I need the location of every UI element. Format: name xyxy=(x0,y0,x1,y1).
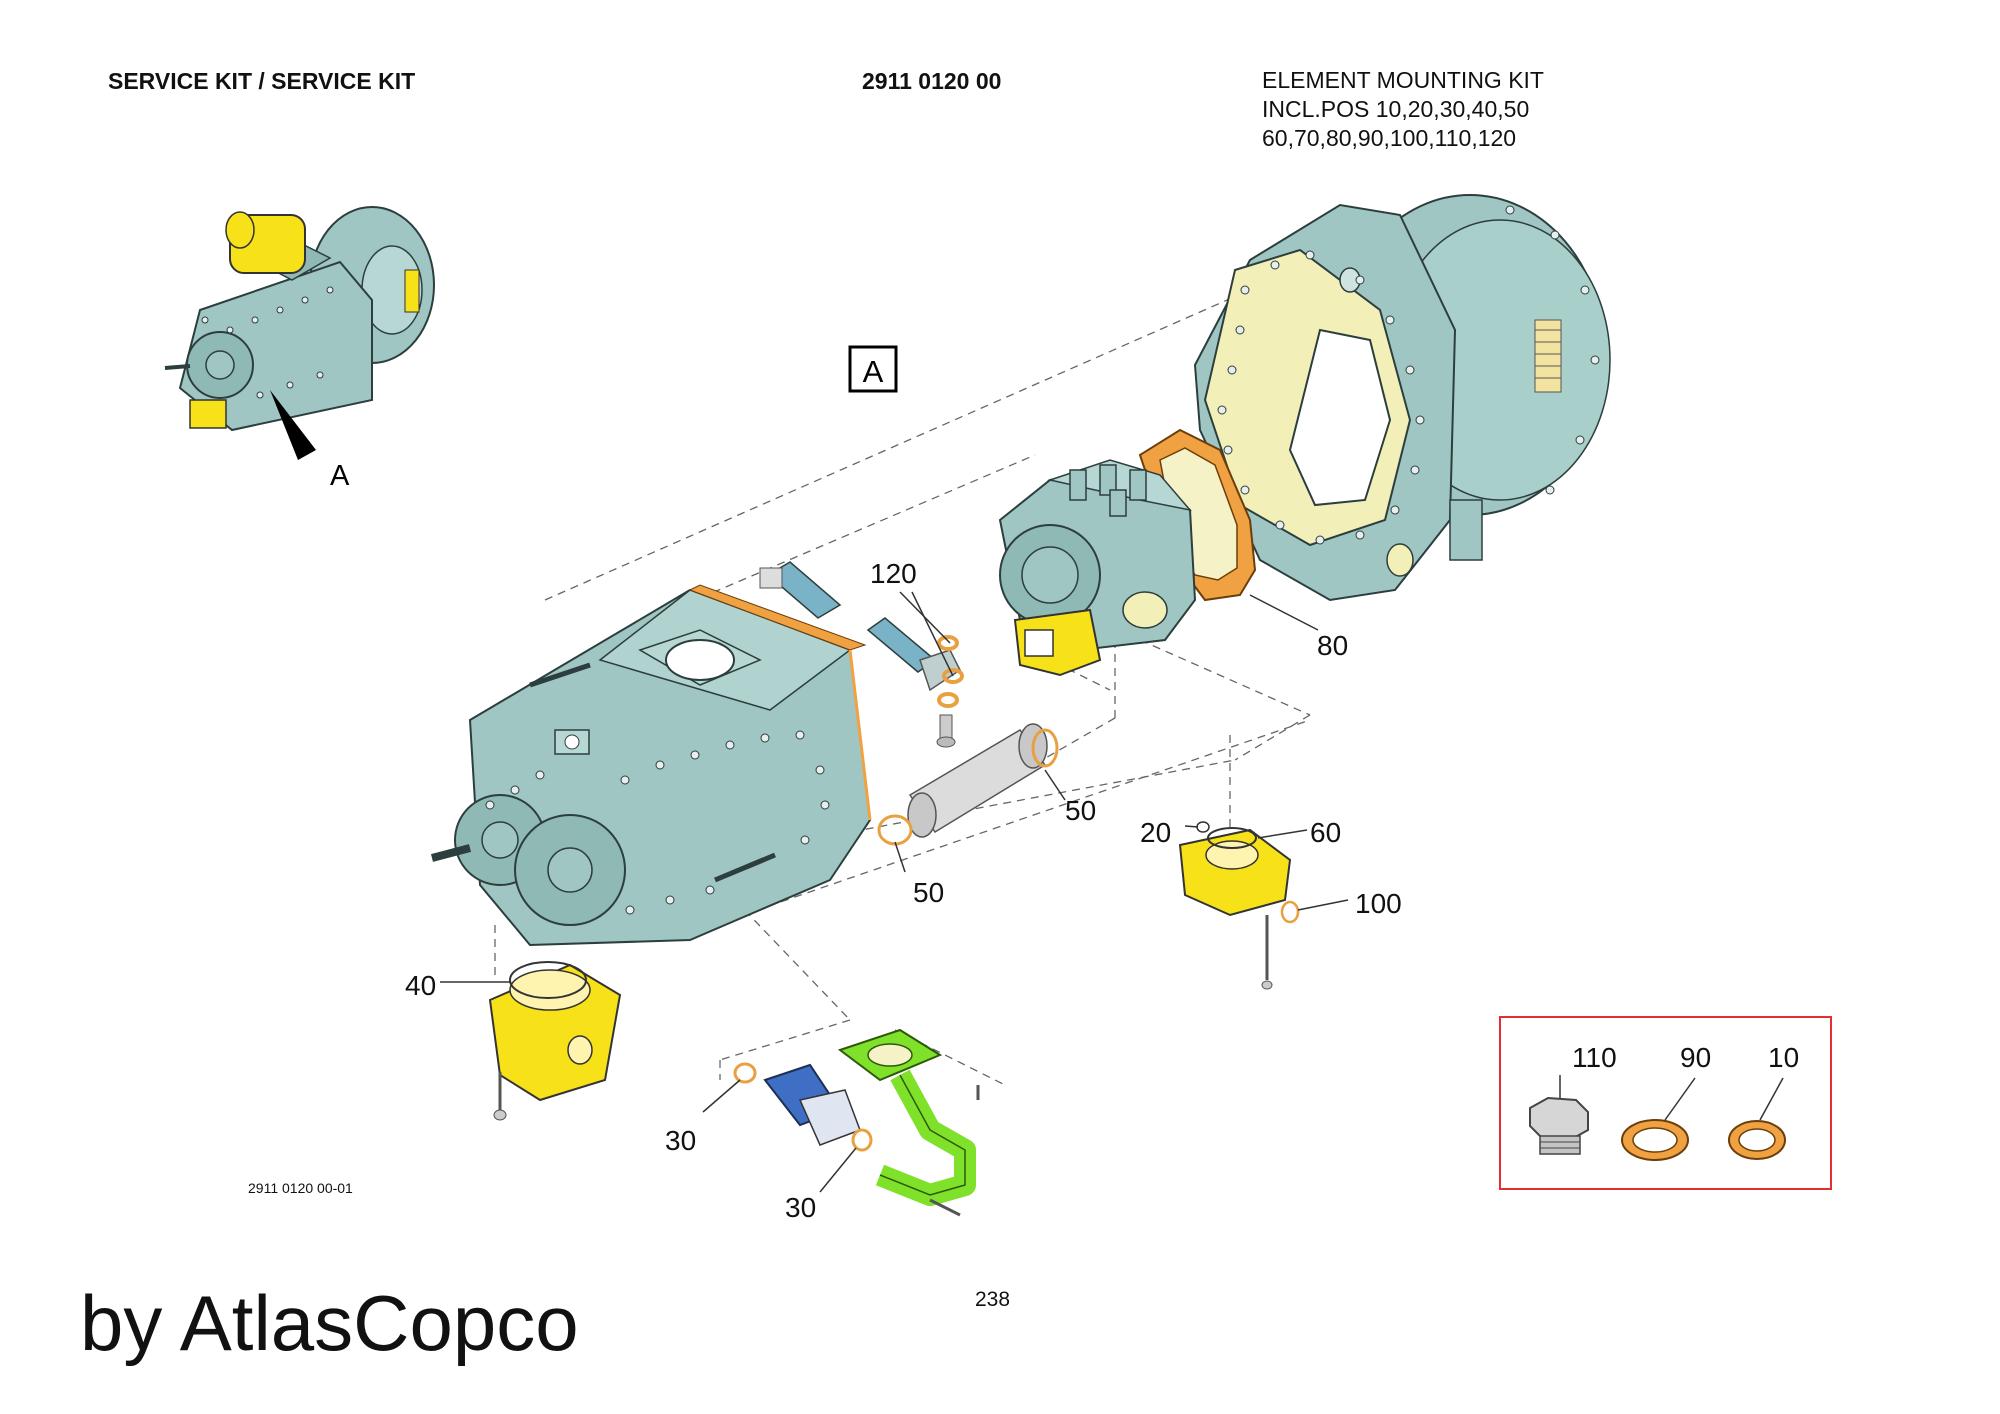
callout-90: 90 xyxy=(1680,1042,1712,1073)
yellow-flange-left xyxy=(488,961,622,1121)
callout-50-right: 50 xyxy=(1065,795,1097,826)
callout-50-left: 50 xyxy=(913,877,945,908)
seal-ring-pos-10 xyxy=(1728,1120,1786,1160)
page-number: 238 xyxy=(975,1288,1011,1311)
kit-line-3: 60,70,80,90,100,110,120 xyxy=(1262,125,1517,151)
callout-10: 10 xyxy=(1768,1042,1800,1073)
callout-100: 100 xyxy=(1355,888,1402,919)
compressor-element xyxy=(998,459,1197,677)
callout-leaders xyxy=(440,591,1349,1193)
part-number: 2911 0120 00 xyxy=(862,68,1002,94)
detail-marker-box xyxy=(848,345,898,393)
callout-40: 40 xyxy=(405,970,437,1001)
callout-60: 60 xyxy=(1310,817,1342,848)
motor-housing xyxy=(1193,194,1611,602)
kit-line-2: INCL.POS 10,20,30,40,50 xyxy=(1262,96,1530,122)
callout-80: 80 xyxy=(1317,630,1349,661)
connection-tube xyxy=(877,723,1059,846)
overview-assembly xyxy=(164,206,435,460)
plug-pos-110 xyxy=(1529,1096,1589,1155)
kit-line-1: ELEMENT MOUNTING KIT xyxy=(1262,67,1544,93)
green-pipe xyxy=(837,1028,980,1217)
coupling-shaft xyxy=(759,561,961,748)
blue-adapter xyxy=(733,1062,873,1152)
yellow-flange-right xyxy=(1178,821,1300,990)
airend-housing xyxy=(430,584,872,947)
callout-30-bottom: 30 xyxy=(785,1192,817,1223)
drawing-number: 2911 0120 00-01 xyxy=(248,1180,353,1196)
callout-30-left: 30 xyxy=(665,1125,697,1156)
detail-marker-label: A xyxy=(863,354,884,389)
callout-120: 120 xyxy=(870,558,917,589)
inset-leaders xyxy=(1559,1075,1784,1121)
service-kit-title: SERVICE KIT / SERVICE KIT xyxy=(108,68,416,94)
callout-20: 20 xyxy=(1140,817,1172,848)
inset-kit-box xyxy=(1499,1016,1832,1190)
seal-ring-pos-90 xyxy=(1621,1119,1689,1161)
atlascopco-watermark: by AtlasCopco xyxy=(80,1279,579,1367)
seal-rings-pos-120 xyxy=(937,635,964,708)
callout-110: 110 xyxy=(1572,1042,1617,1073)
overview-view-label: A xyxy=(330,460,350,492)
